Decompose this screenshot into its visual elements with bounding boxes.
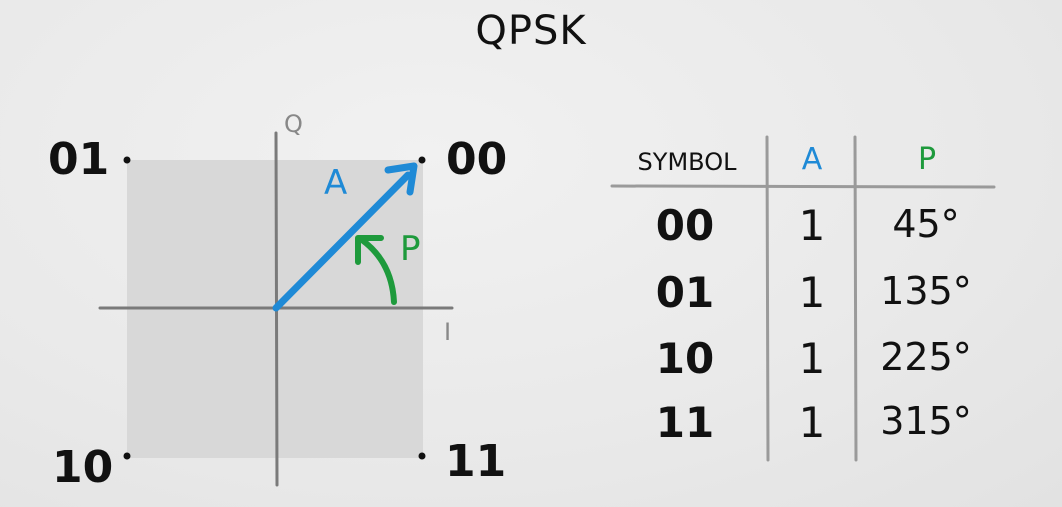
- amplitude-label: A: [324, 163, 348, 203]
- table-header-symbol: SYMBOL: [637, 148, 737, 176]
- point-10-label: 10: [52, 442, 114, 493]
- phase-arc: [359, 237, 397, 305]
- table-header-a: A: [801, 142, 823, 177]
- q-axis-label: Q: [284, 110, 303, 138]
- table-cell-a-row2: 1: [798, 268, 826, 317]
- table-cell-symbol-row4: 11: [655, 398, 715, 447]
- table-cell-a-row1: 1: [798, 201, 826, 250]
- table-divider-1: [765, 135, 770, 462]
- table-cell-p-row2: 135°: [880, 269, 972, 313]
- table-cell-p-row4: 315°: [880, 399, 972, 443]
- phase-arrowhead: [355, 235, 384, 265]
- table-cell-symbol-row3: 10: [655, 334, 715, 383]
- table-cell-symbol-row1: 00: [655, 201, 715, 250]
- point-01-dot: [123, 156, 131, 164]
- point-11-label: 11: [445, 436, 507, 487]
- point-00-label: 00: [446, 134, 508, 185]
- page-title: QPSK: [475, 8, 587, 54]
- point-10-dot: [123, 452, 131, 460]
- table-cell-a-row3: 1: [798, 334, 826, 383]
- table-cell-a-row4: 1: [798, 398, 826, 447]
- table-header-rule: [610, 184, 996, 189]
- point-11-dot: [418, 452, 426, 460]
- table-header-p: P: [917, 142, 937, 177]
- table-cell-symbol-row2: 01: [655, 268, 715, 317]
- amplitude-vector: [272, 171, 412, 312]
- i-axis-label: I: [444, 318, 452, 346]
- point-01-label: 01: [48, 134, 110, 185]
- table-cell-p-row1: 45°: [892, 202, 960, 246]
- table-cell-p-row3: 225°: [880, 335, 972, 379]
- table-divider-2: [853, 135, 858, 462]
- phase-label: P: [400, 229, 421, 269]
- point-00-dot: [418, 156, 426, 164]
- amplitude-arrowhead: [384, 162, 418, 196]
